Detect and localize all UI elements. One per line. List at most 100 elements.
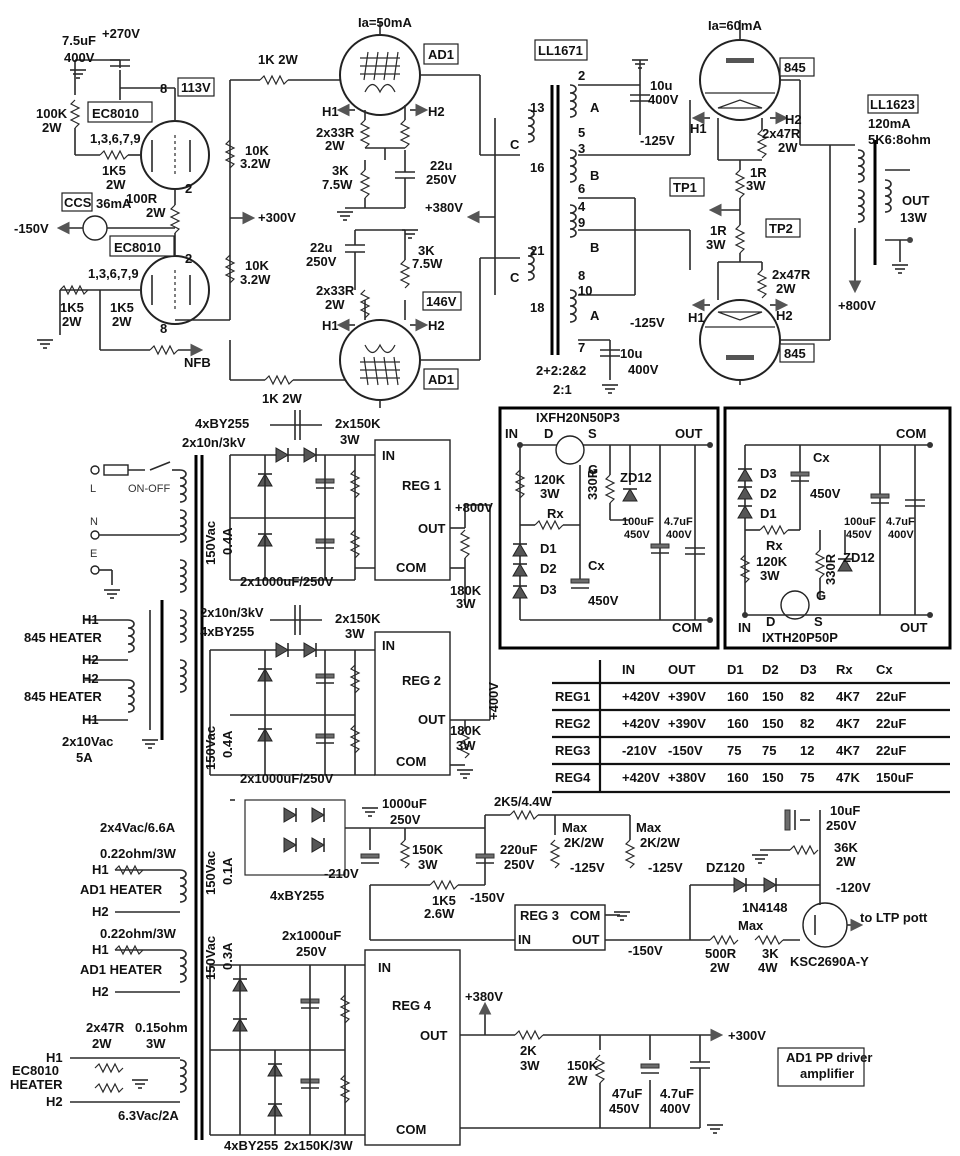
label: 120K: [534, 472, 566, 487]
label: 8: [160, 81, 167, 96]
reg-detail-boxes: [498, 406, 952, 650]
label: 2x47R: [86, 1020, 125, 1035]
label: HEATER: [10, 1077, 63, 1092]
label: CCS: [64, 195, 92, 210]
label: 120mA: [868, 116, 911, 131]
label: 146V: [426, 294, 457, 309]
table-cell: 22uF: [876, 743, 906, 758]
label: 400V: [888, 529, 914, 541]
label: 10uF: [830, 803, 860, 818]
reg4-box: [364, 949, 461, 1146]
label: A: [590, 308, 600, 323]
label: 6.3Vac/2A: [118, 1108, 179, 1123]
label: 3W: [456, 596, 476, 611]
label: 4.7uF: [660, 1086, 694, 1101]
label: 0.4A: [220, 730, 235, 758]
label: OUT: [418, 521, 446, 536]
label: 4xBY255: [195, 416, 249, 431]
psu-section: [70, 410, 864, 1146]
label: Rx: [766, 538, 783, 553]
label: 250V: [426, 172, 457, 187]
table-cell: +420V: [622, 770, 660, 785]
label: 150K: [567, 1058, 599, 1073]
label: OUT: [572, 932, 600, 947]
label: H1: [82, 712, 99, 727]
table-cell: +380V: [668, 770, 706, 785]
label: 2K/2W: [564, 835, 604, 850]
label: Cx: [588, 558, 605, 573]
label: ON-OFF: [128, 483, 170, 495]
label: ZD12: [843, 550, 875, 565]
label: H2: [46, 1094, 63, 1109]
table-cell: 150: [762, 770, 784, 785]
label: OUT: [420, 1028, 448, 1043]
ad1-bottom-label: AD1: [428, 372, 454, 387]
label: H1: [82, 612, 99, 627]
label: 5A: [76, 750, 93, 765]
label: 4.7uF: [664, 516, 693, 528]
label: +400V: [486, 682, 501, 720]
ll1671-label: LL1671: [538, 43, 583, 58]
table-cell: 160: [727, 689, 749, 704]
label: 250V: [826, 818, 857, 833]
label: 0.22ohm/3W: [100, 846, 177, 861]
label: +380V: [425, 200, 463, 215]
label: H2: [82, 652, 99, 667]
label: -150V: [628, 943, 663, 958]
label: D1: [540, 541, 557, 556]
label: 450V: [624, 529, 650, 541]
label: 400V: [660, 1101, 691, 1116]
label: 2W: [92, 1036, 112, 1051]
label: COM: [896, 426, 926, 441]
amp-section: [36, 20, 913, 408]
label: 450V: [609, 1101, 640, 1116]
845-top-label: 845: [784, 60, 806, 75]
label: AD1 HEATER: [80, 882, 163, 897]
label: 3K: [418, 243, 435, 258]
label: B: [590, 240, 599, 255]
reg3-box: [514, 904, 606, 951]
label: to LTP pott: [860, 910, 928, 925]
label: H1: [322, 318, 339, 333]
label: IXFH20N50P3: [536, 410, 620, 425]
label: 2K/2W: [640, 835, 680, 850]
table-cell: +420V: [622, 689, 660, 704]
label: IN: [382, 638, 395, 653]
label: D: [766, 614, 775, 629]
label: COM: [672, 620, 702, 635]
label: H2: [92, 904, 109, 919]
label: IN: [378, 960, 391, 975]
label: G: [816, 588, 826, 603]
label: -150V: [470, 890, 505, 905]
label: 1K5: [60, 300, 84, 315]
label: 16: [530, 160, 544, 175]
label: 2+2:2&2: [536, 363, 586, 378]
label: -120V: [836, 880, 871, 895]
label: 1,3,6,7,9: [90, 131, 141, 146]
label: 10u: [650, 78, 672, 93]
label: H1: [322, 104, 339, 119]
label: 180K: [450, 583, 482, 598]
label: -125V: [640, 133, 675, 148]
label: 10K: [245, 143, 269, 158]
label: 2K5/4.4W: [494, 794, 553, 809]
ad1-top-tube: [339, 34, 421, 116]
reg3-label: REG 3: [520, 908, 559, 923]
label: DZ120: [706, 860, 745, 875]
label: 36mA: [96, 196, 132, 211]
label: 0.3A: [220, 942, 235, 970]
label: 150Vac: [203, 726, 218, 770]
label: 2: [185, 251, 192, 266]
label: 450V: [846, 529, 872, 541]
label: 330R: [585, 468, 600, 500]
table-header: D3: [800, 662, 817, 677]
label: 4W: [758, 960, 778, 975]
label: IN: [505, 426, 518, 441]
label: 2x1000uF: [282, 928, 341, 943]
label: 2x10n/3kV: [182, 435, 246, 450]
label: 220uF: [500, 842, 538, 857]
label: 1R: [710, 223, 727, 238]
label: EC8010: [12, 1063, 59, 1078]
ec8010-bottom-label: EC8010: [114, 240, 161, 255]
label: 4xBY255: [224, 1138, 278, 1153]
